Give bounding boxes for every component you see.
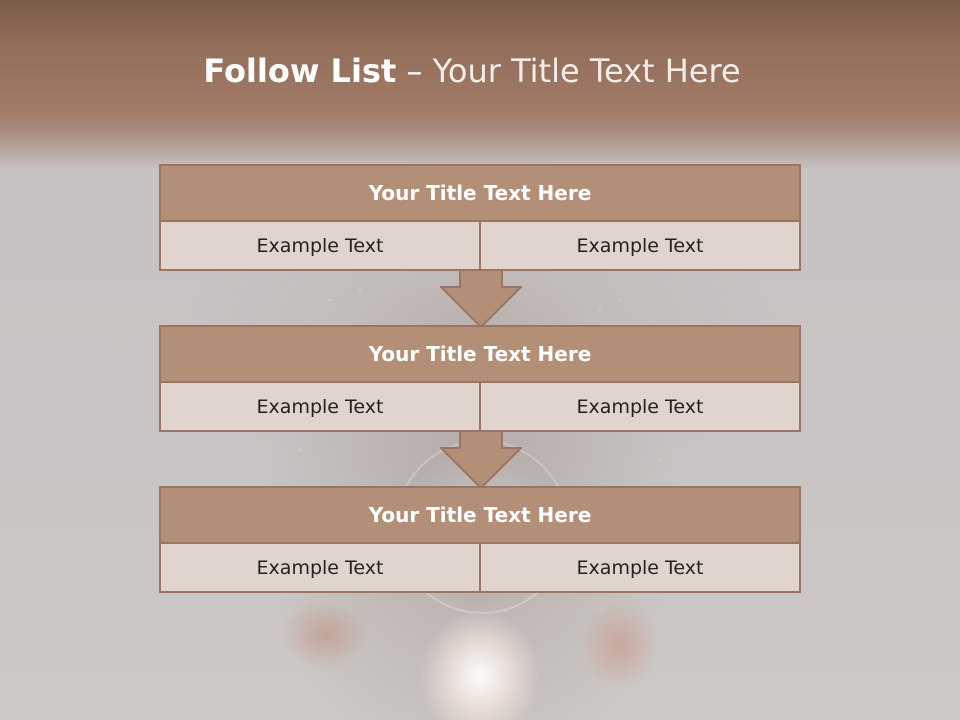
block-cell-left: Example Text <box>161 544 479 591</box>
slide-title-separator: – <box>396 52 433 90</box>
background-hand-left <box>280 600 370 670</box>
block-cell-right: Example Text <box>479 544 799 591</box>
slide-title-bold: Follow List <box>203 52 397 90</box>
block-title: Your Title Text Here <box>159 325 801 383</box>
header-band <box>0 0 960 170</box>
block-row: Example Text Example Text <box>159 222 801 271</box>
block-row: Example Text Example Text <box>159 544 801 593</box>
list-block-2: Your Title Text Here Example Text Exampl… <box>159 325 801 432</box>
down-arrow-2 <box>440 431 522 489</box>
list-block-3: Your Title Text Here Example Text Exampl… <box>159 486 801 593</box>
down-arrow-1 <box>440 270 522 328</box>
background-hand-right <box>580 600 660 690</box>
block-cell-right: Example Text <box>479 222 799 269</box>
block-title: Your Title Text Here <box>159 164 801 222</box>
block-cell-right: Example Text <box>479 383 799 430</box>
block-title: Your Title Text Here <box>159 486 801 544</box>
slide-title-rest: Your Title Text Here <box>432 52 741 90</box>
block-cell-left: Example Text <box>161 383 479 430</box>
slide-title: Follow List – Your Title Text Here <box>0 52 944 90</box>
block-row: Example Text Example Text <box>159 383 801 432</box>
background-glow <box>420 610 540 720</box>
list-block-1: Your Title Text Here Example Text Exampl… <box>159 164 801 271</box>
block-cell-left: Example Text <box>161 222 479 269</box>
